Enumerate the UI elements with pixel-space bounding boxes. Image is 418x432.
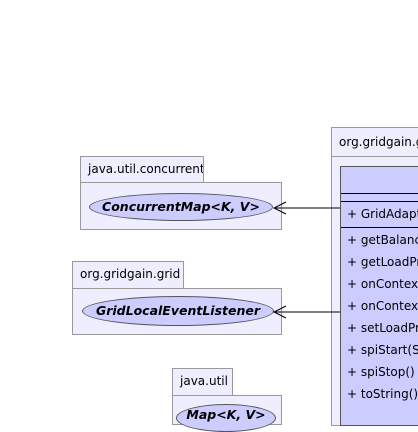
- class-name-separator: [341, 193, 418, 194]
- connector-layer: [272, 201, 340, 319]
- method-member: + getBalance: [347, 233, 418, 247]
- arrow-to-grid-local-event-listener: [272, 305, 340, 319]
- method-member: + toString() :: [347, 387, 418, 401]
- constructor-member: + GridAdapt: [347, 207, 418, 221]
- arrow-to-concurrent-map: [272, 201, 340, 215]
- class-box[interactable]: + GridAdapt + getBalance + getLoadPro + …: [340, 166, 418, 426]
- package-tab-java-util-concurrent: java.util.concurrent: [80, 156, 204, 183]
- method-member: + spiStop() :: [347, 365, 418, 379]
- method-member: + onContextI: [347, 277, 418, 291]
- method-member: + onContextI: [347, 299, 418, 313]
- method-member: + spiStart(Str: [347, 343, 418, 357]
- package-tab-org-gridgain-g: org.gridgain.g: [331, 127, 418, 157]
- class-attribute-separator: [341, 201, 418, 202]
- interface-grid-local-event-listener[interactable]: GridLocalEventListener: [82, 296, 274, 326]
- method-member: + getLoadPro: [347, 255, 418, 269]
- interface-concurrent-map[interactable]: ConcurrentMap<K, V>: [89, 193, 273, 221]
- class-constructor-separator: [341, 227, 418, 228]
- method-member: + setLoadPro: [347, 321, 418, 335]
